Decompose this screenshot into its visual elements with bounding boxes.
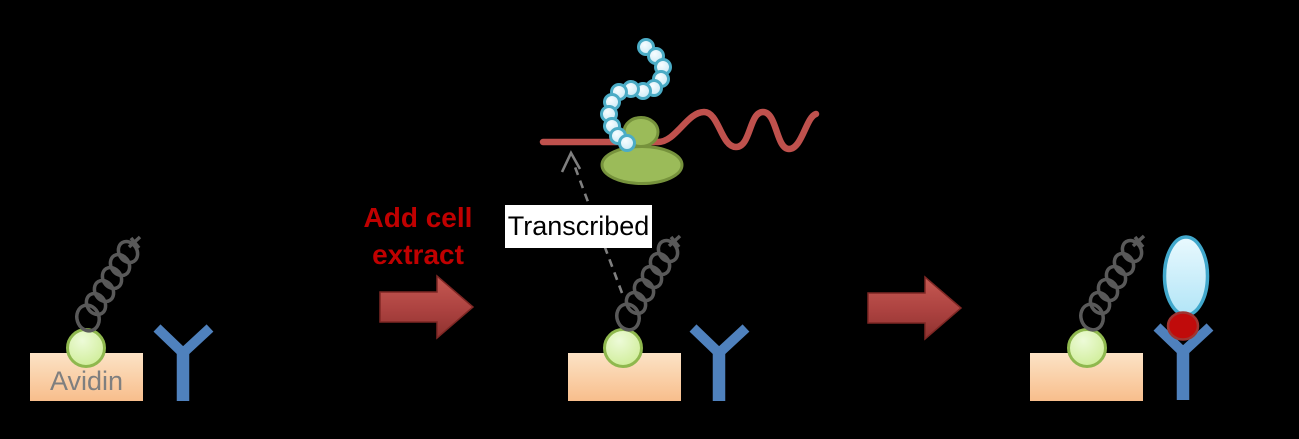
transcribed-label: Transcribed [505, 205, 652, 248]
transcribed-callout-arrow-icon [560, 150, 624, 294]
bead-icon-right [1067, 328, 1107, 368]
add-cell-extract-label: Add cell extract [352, 199, 484, 273]
nascent-bead-chain-icon [600, 38, 672, 152]
epitope-dot-icon [1166, 311, 1200, 341]
template-and-transcript-line-icon [539, 108, 820, 153]
dna-coil-icon-left [71, 235, 144, 336]
add-cell-extract-line2: extract [372, 239, 464, 270]
dna-coil-icon-right [1075, 234, 1148, 335]
bead-icon-left [66, 328, 106, 368]
antibody-y-icon-left [157, 328, 210, 401]
transcription-complex [539, 38, 820, 294]
add-cell-extract-line1: Add cell [363, 202, 473, 233]
panel-detection [1030, 234, 1210, 401]
polymerase-body-icon [600, 145, 684, 185]
antibody-y-icon-middle [693, 328, 746, 401]
panel-transcription [568, 234, 746, 401]
step-arrow-icon-2 [867, 276, 962, 340]
detector-protein-oval-icon [1162, 235, 1210, 317]
step-arrow-icon-1 [379, 275, 474, 339]
avidin-label: Avidin [49, 366, 124, 396]
bead-icon-middle [603, 328, 643, 368]
dna-coil-icon-middle [611, 234, 684, 335]
